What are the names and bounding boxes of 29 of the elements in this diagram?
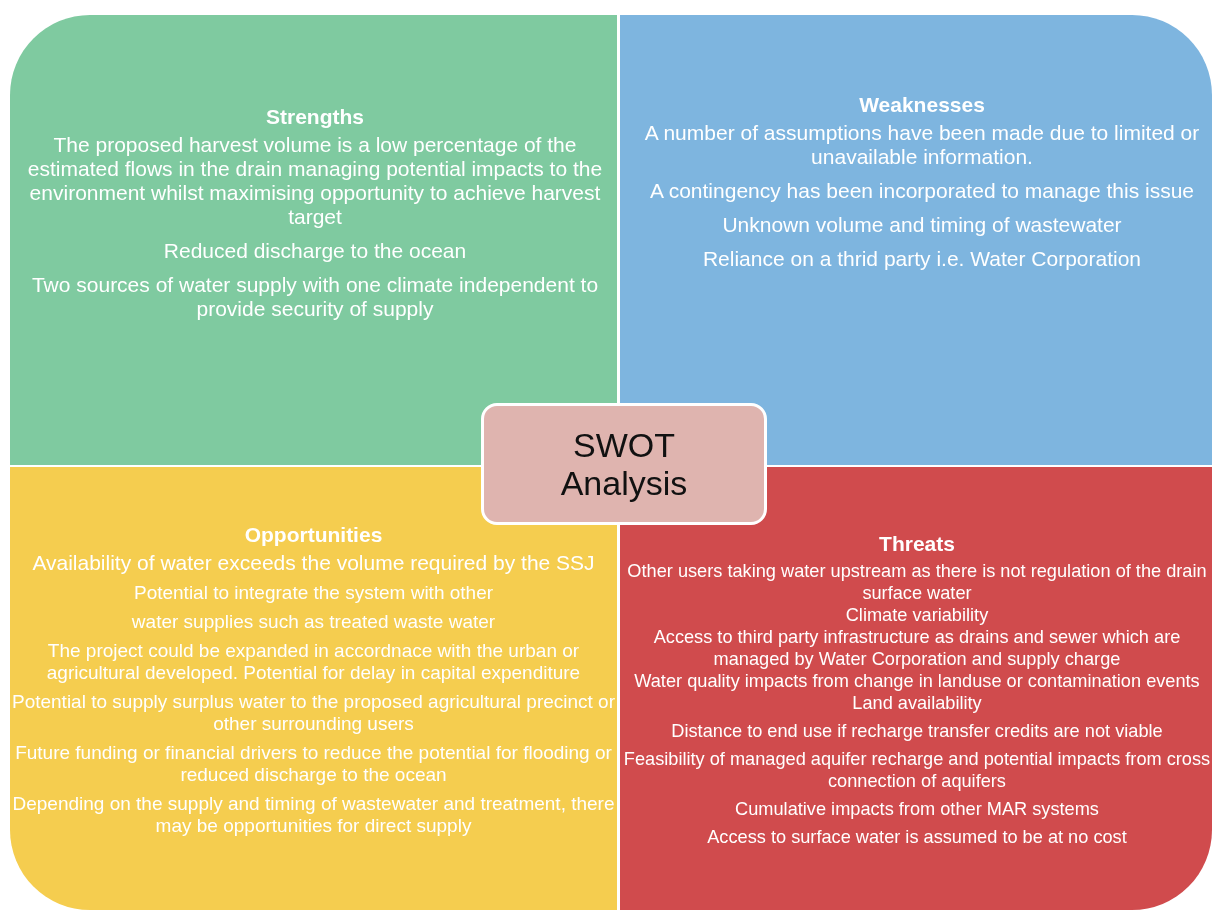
quadrant-text: The project could be expanded in accordnace with the urban or agricultural developed. Potential for delay in capital expenditure xyxy=(45,640,582,684)
quadrant-text: The proposed harvest volume is a low percentage of the estimated flows in the drain managing potential impacts to the environment whilst maximising opportunity to achieve harvest target xyxy=(26,133,604,229)
quadrant-heading: Strengths xyxy=(266,105,364,129)
quadrant-text: Land availability xyxy=(852,692,982,714)
quadrant-text: Other users taking water upstream as there is not regulation of the drain surface water xyxy=(626,560,1208,604)
quadrant-text: Potential to integrate the system with other xyxy=(133,582,494,604)
quadrant-text: Future funding or financial drivers to reduce the potential for flooding or reduced discharge to the ocean xyxy=(14,742,613,786)
quadrant-text: Cumulative impacts from other MAR systems xyxy=(735,798,1099,820)
quadrant-text: Reduced discharge to the ocean xyxy=(163,239,467,263)
quadrant-text: Potential to supply surplus water to the proposed agricultural precinct or other surrounding users xyxy=(10,691,616,735)
center-title: SWOT Analysis xyxy=(559,426,689,502)
center-box xyxy=(481,403,767,525)
quadrant-heading: Weaknesses xyxy=(859,93,985,117)
quadrant-text: Access to third party infrastructure as drains and sewer which are managed by Water Corporation and supply charge xyxy=(652,626,1182,670)
quadrant-text: Availability of water exceeds the volume required by the SSJ xyxy=(32,551,595,575)
quadrant-text: Reliance on a thrid party i.e. Water Corporation xyxy=(702,247,1142,271)
quadrant-text: Depending on the supply and timing of wastewater and treatment, there may be opportunities for direct supply xyxy=(11,793,616,837)
quadrant-text: Distance to end use if recharge transfer credits are not viable xyxy=(671,720,1163,742)
quadrant-text: A number of assumptions have been made due to limited or unavailable information. xyxy=(643,121,1201,169)
quadrant-text: Unknown volume and timing of wastewater xyxy=(722,213,1122,237)
quadrant-text: water supplies such as treated waste water xyxy=(131,611,496,633)
quadrant-heading: Threats xyxy=(879,532,955,556)
quadrant-text: A contingency has been incorporated to manage this issue xyxy=(650,179,1194,203)
quadrant-text: Feasibility of managed aquifer recharge and potential impacts from cross connection of aquifers xyxy=(622,748,1212,792)
quadrant-heading: Opportunities xyxy=(244,523,383,547)
quadrant-text: Two sources of water supply with one climate independent to provide security of supply xyxy=(30,273,600,321)
quadrant-text: Water quality impacts from change in landuse or contamination events xyxy=(634,670,1200,692)
quadrant-text: Climate variability xyxy=(845,604,989,626)
quadrant-text: Access to surface water is assumed to be at no cost xyxy=(707,826,1127,848)
